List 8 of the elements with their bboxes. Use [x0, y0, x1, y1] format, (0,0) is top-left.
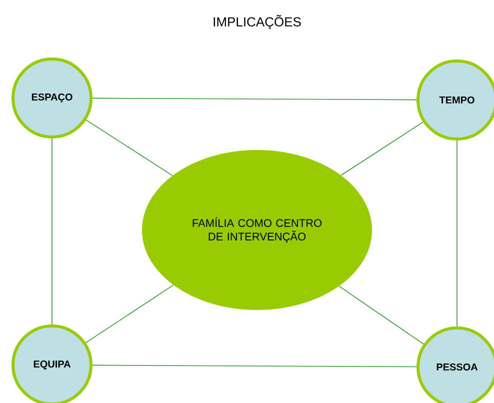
- connector-line: [92, 364, 417, 368]
- connector-line: [85, 284, 174, 344]
- connector-line: [340, 122, 424, 176]
- connector-line: [456, 140, 458, 327]
- connector-line: [338, 286, 424, 344]
- connector-line: [92, 98, 417, 100]
- connector-line: [86, 120, 173, 176]
- title: IMPLICAÇÕES: [214, 14, 301, 30]
